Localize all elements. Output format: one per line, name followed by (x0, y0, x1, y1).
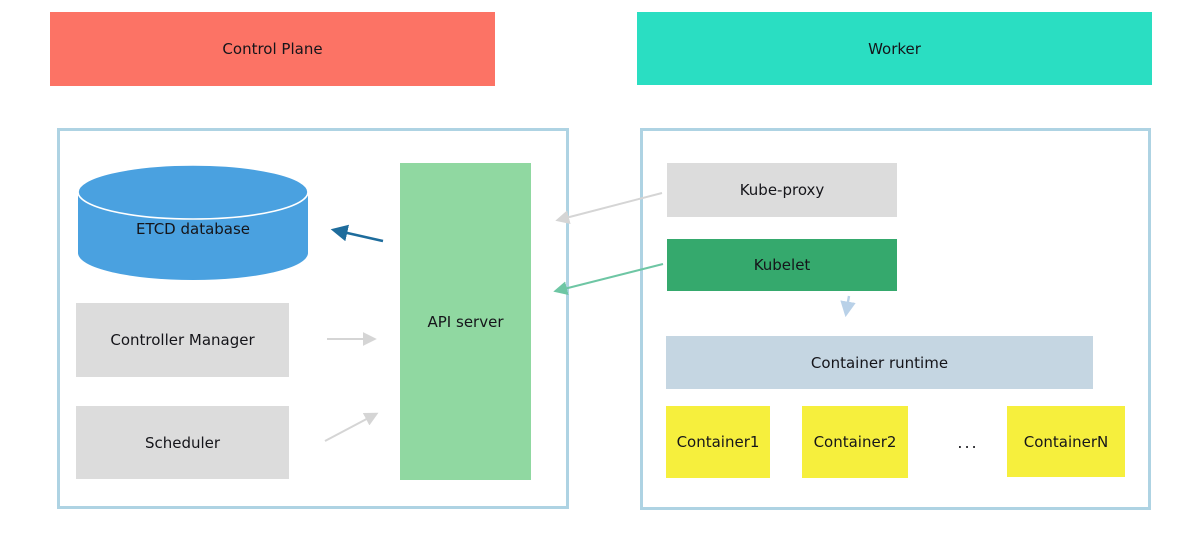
containers-ellipsis: ... (957, 432, 979, 452)
kube-proxy-box: Kube-proxy (667, 163, 897, 217)
container-n-label: ContainerN (1023, 432, 1109, 451)
container-1-label: Container1 (676, 433, 760, 451)
api-server-box: API server (400, 163, 531, 480)
worker-header: Worker (637, 12, 1152, 85)
api-server-label: API server (427, 312, 504, 331)
kubelet-label: Kubelet (753, 256, 811, 274)
kube-proxy-label: Kube-proxy (739, 181, 825, 199)
container-1-box: Container1 (666, 406, 770, 478)
container-runtime-box: Container runtime (666, 336, 1093, 389)
controller-manager-box: Controller Manager (76, 303, 289, 377)
container-2-box: Container2 (802, 406, 908, 478)
container-n-box: ContainerN (1007, 406, 1125, 477)
worker-header-label: Worker (868, 39, 921, 58)
etcd-database-label: ETCD database (135, 220, 251, 238)
controller-manager-label: Controller Manager (110, 331, 255, 349)
scheduler-label: Scheduler (144, 433, 221, 452)
container-2-label: Container2 (813, 433, 897, 451)
scheduler-box: Scheduler (76, 406, 289, 479)
control-plane-header: Control Plane (50, 12, 495, 86)
container-runtime-label: Container runtime (810, 353, 949, 372)
control-plane-header-label: Control Plane (222, 40, 323, 58)
kubelet-box: Kubelet (667, 239, 897, 291)
